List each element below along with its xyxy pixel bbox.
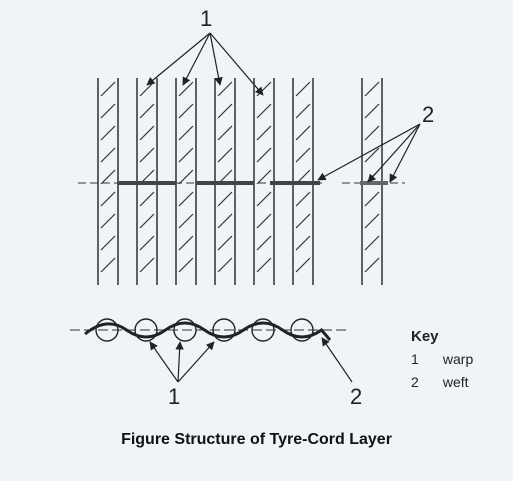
warp-callout-top: 1 [200,6,213,31]
weft-callout-arrows-top [317,123,421,183]
key-item-warp: 1 warp [411,351,473,374]
figure-caption: Figure Structure of Tyre-Cord Layer [121,431,392,448]
key-title: Key [411,328,439,345]
weft-wave [84,321,332,341]
warp-callout-arrows-bottom [149,341,215,383]
weft-line-top [78,181,405,185]
warp-callout-arrows-top [146,32,264,96]
key-item-number: 1 [411,351,419,367]
warp-cross-section [212,318,236,342]
warp-cross-section [251,318,275,342]
weft-callout-arrow-bottom [321,337,353,383]
warp-cord [175,78,197,285]
warp-cross-section [134,318,158,342]
warp-callout-bottom: 1 [168,384,181,409]
warp-cross-section [290,318,314,342]
warp-cord [97,78,119,285]
key-item-number: 2 [411,374,419,390]
key-item-label: warp [442,351,474,367]
key-legend: Key 1 warp 2 weft [411,328,473,397]
key-item-weft: 2 weft [411,374,473,397]
weft-callout-top: 2 [422,102,435,127]
key-item-label: weft [442,374,469,390]
weft-callout-bottom: 2 [350,384,363,409]
cross-section [70,318,350,342]
warp-cross-section [95,318,119,342]
warp-cross-section [173,318,197,342]
